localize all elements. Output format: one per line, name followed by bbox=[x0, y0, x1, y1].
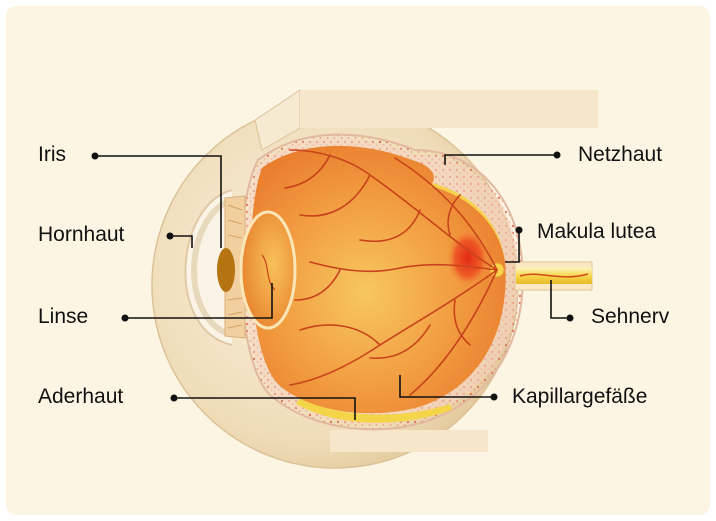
label-hornhaut: Hornhaut bbox=[38, 223, 124, 247]
label-netzhaut: Netzhaut bbox=[578, 143, 662, 167]
label-iris: Iris bbox=[38, 143, 66, 167]
label-sehnerv: Sehnerv bbox=[591, 305, 669, 329]
sclera-cut-bottom-slab bbox=[330, 430, 488, 452]
lens bbox=[241, 212, 295, 328]
sclera-cut-top-slab bbox=[300, 90, 598, 128]
label-aderhaut: Aderhaut bbox=[38, 385, 123, 409]
label-linse: Linse bbox=[38, 305, 88, 329]
pupil bbox=[217, 248, 235, 292]
label-kapillar: Kapillargefäße bbox=[512, 385, 647, 409]
label-makula: Makula lutea bbox=[537, 220, 656, 244]
